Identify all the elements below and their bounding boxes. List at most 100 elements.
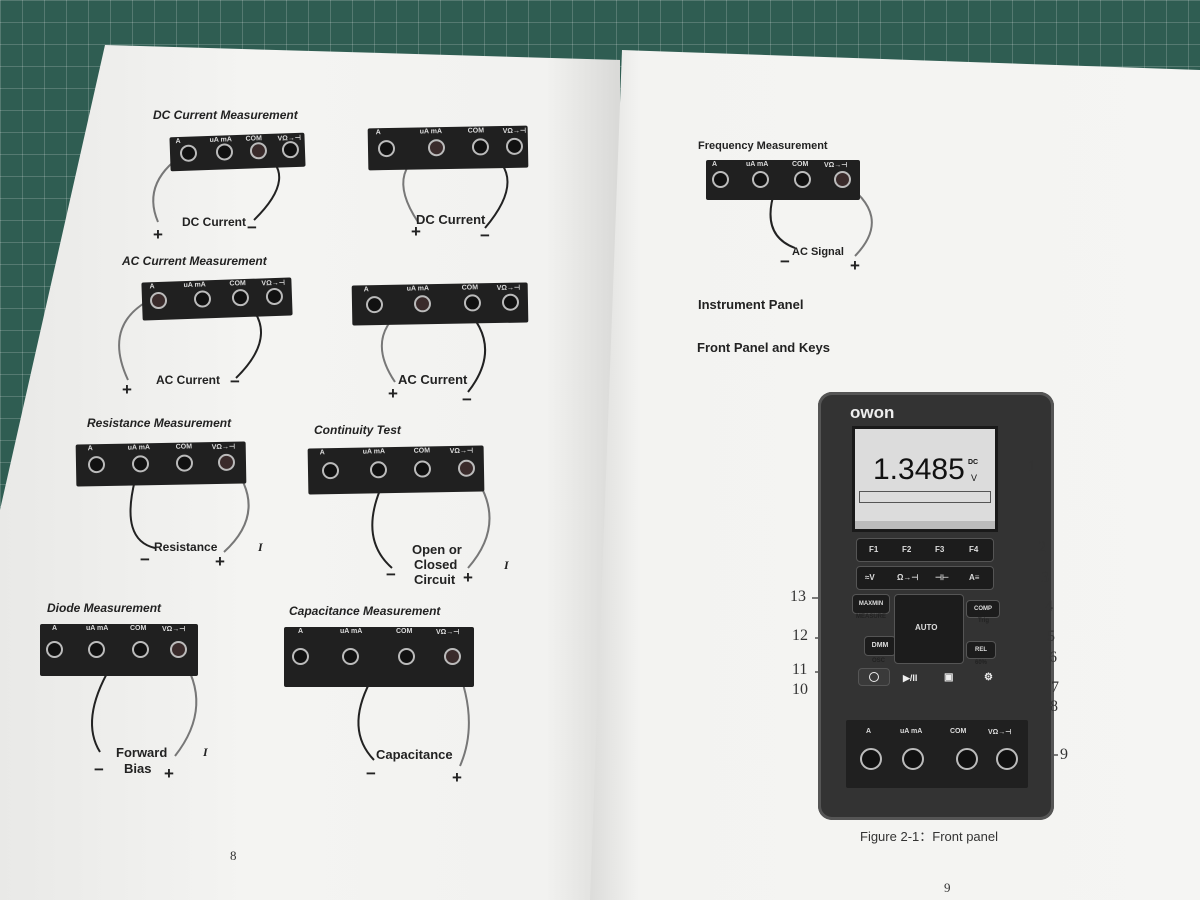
bar-graph (859, 491, 991, 503)
callout-9: 9 (1060, 746, 1068, 763)
screen-reading: 1.3485 (873, 453, 965, 486)
frequency-title: Frequency Measurement (698, 140, 828, 152)
plus-sign: + (215, 552, 225, 571)
terminal-panel-continuity: A uA mA COM VΩ→⊣ (307, 445, 485, 495)
measure-label: MEASURE (856, 614, 887, 620)
dpad[interactable]: AUTO (894, 594, 964, 664)
current-symbol: I (258, 540, 263, 554)
settings-icon[interactable]: ⚙ (984, 672, 993, 683)
terminal-panel-frequency: A uA mA COM VΩ→⊣ (706, 160, 860, 200)
device-screen: 1.3485 DC V (852, 426, 998, 532)
minus-sign: − (230, 372, 240, 391)
terminal-panel-resistance: A uA mA COM VΩ→⊣ (75, 441, 247, 487)
comp-button[interactable]: COMP (966, 600, 1000, 618)
continuity-label-2: Closed (414, 557, 458, 572)
capacitance-label: Capacitance (376, 747, 453, 762)
current-symbol: I (203, 745, 208, 759)
f4-key[interactable]: F4 (969, 545, 979, 554)
ac-current-title: AC Current Measurement (122, 254, 267, 268)
minus-sign: − (366, 764, 376, 783)
front-panel-keys-heading: Front Panel and Keys (697, 340, 830, 355)
plus-sign: + (164, 764, 174, 783)
callout-12: 12 (792, 627, 808, 644)
callout-6: 6 (1049, 649, 1057, 666)
dc-current-label-2: DC Current (416, 212, 486, 227)
resistance-title: Resistance Measurement (87, 416, 232, 430)
continuity-title: Continuity Test (314, 423, 401, 437)
minus-sign: − (462, 390, 472, 409)
minus-sign: − (247, 218, 257, 237)
minus-sign: − (94, 760, 104, 779)
device-terminal-panel: A uA mA COM VΩ→⊣ (846, 720, 1028, 788)
plus-sign: + (463, 568, 473, 587)
ac-current-label-2: AC Current (398, 372, 468, 387)
callout-8: 8 (1050, 698, 1058, 715)
callout-5: 5 (1047, 628, 1055, 645)
function-key-row: F1 F2 F3 F4 (856, 538, 994, 562)
page-number-right: 9 (944, 880, 951, 895)
f1-key[interactable]: F1 (869, 545, 879, 554)
plus-sign: + (122, 380, 132, 399)
osc-label: OSC (872, 658, 886, 664)
callout-1: 1 (1028, 458, 1036, 475)
softkey-bar (855, 521, 995, 529)
mode-key-row: ≈V Ω→⊣ ⊣⊢ A≡ (856, 566, 994, 590)
dc-current-label-1: DC Current (182, 215, 247, 229)
callout-7: 7 (1051, 679, 1059, 696)
minus-sign: − (386, 565, 396, 584)
instrument-panel-heading: Instrument Panel (698, 297, 804, 312)
terminal-panel-dc-2: A uA mA COM VΩ→⊣ (367, 125, 529, 171)
trig-label: Trig (978, 618, 990, 624)
callout-2: 2 (1038, 539, 1046, 556)
plus-sign: + (153, 225, 163, 244)
maxmin-button[interactable]: MAXMIN (852, 594, 890, 614)
ac-current-label-1: AC Current (156, 373, 221, 387)
terminal-panel-dc-1: A uA mA COM VΩ→⊣ (169, 132, 306, 172)
plus-sign: + (388, 384, 398, 403)
plus-sign: + (452, 768, 462, 787)
screen-unit-v: V (971, 473, 978, 483)
minus-sign: − (140, 550, 150, 569)
capacitance-title: Capacitance Measurement (289, 604, 441, 618)
terminal-panel-diode: A uA mA COM VΩ→⊣ (40, 624, 198, 676)
terminal-panel-ac-1: A uA mA COM VΩ→⊣ (141, 277, 293, 321)
power-icon (869, 672, 879, 682)
run-stop-button[interactable]: ▶/II (903, 673, 918, 683)
minus-sign: − (780, 252, 790, 271)
callout-3: 3 (1041, 569, 1049, 586)
resistance-label: Resistance (154, 540, 218, 554)
capacitance-key[interactable]: ⊣⊢ (935, 573, 949, 582)
screen-unit-dc: DC (968, 459, 979, 466)
rel-button[interactable]: REL (966, 641, 996, 659)
terminal-panel-capacitance: A uA mA COM VΩ→⊣ (284, 627, 474, 687)
current-symbol: I (504, 558, 509, 572)
amp-key[interactable]: A≡ (969, 573, 980, 582)
ohm-key[interactable]: Ω→⊣ (897, 573, 919, 582)
dc-current-title: DC Current Measurement (153, 108, 298, 122)
callout-4: 4 (1045, 598, 1053, 615)
brand-logo: owon (850, 403, 895, 422)
page-number-left: 8 (230, 848, 237, 863)
callout-13: 13 (790, 588, 806, 605)
dmm-button[interactable]: DMM (864, 636, 896, 656)
callout-11: 11 (792, 661, 808, 678)
acv-key[interactable]: ≈V (865, 573, 875, 582)
plus-sign: + (411, 222, 421, 241)
callout-10: 10 (792, 681, 808, 698)
figure-caption: Figure 2-1：Front panel (860, 829, 999, 844)
minus-sign: − (480, 226, 490, 245)
power-button[interactable] (858, 668, 890, 686)
percent-label: 60% (975, 660, 988, 666)
diode-label-1: Forward (116, 745, 168, 760)
continuity-label-1: Open or (412, 542, 462, 557)
f2-key[interactable]: F2 (902, 545, 912, 554)
continuity-label-3: Circuit (414, 572, 456, 587)
auto-button[interactable]: AUTO (915, 623, 938, 632)
diode-label-2: Bias (124, 761, 152, 776)
diode-title: Diode Measurement (47, 601, 162, 615)
plus-sign: + (850, 256, 860, 275)
f3-key[interactable]: F3 (935, 545, 945, 554)
save-icon[interactable]: ▣ (944, 672, 954, 683)
terminal-panel-ac-2: A uA mA COM VΩ→⊣ (351, 282, 529, 326)
ac-signal-label: AC Signal (792, 246, 844, 258)
